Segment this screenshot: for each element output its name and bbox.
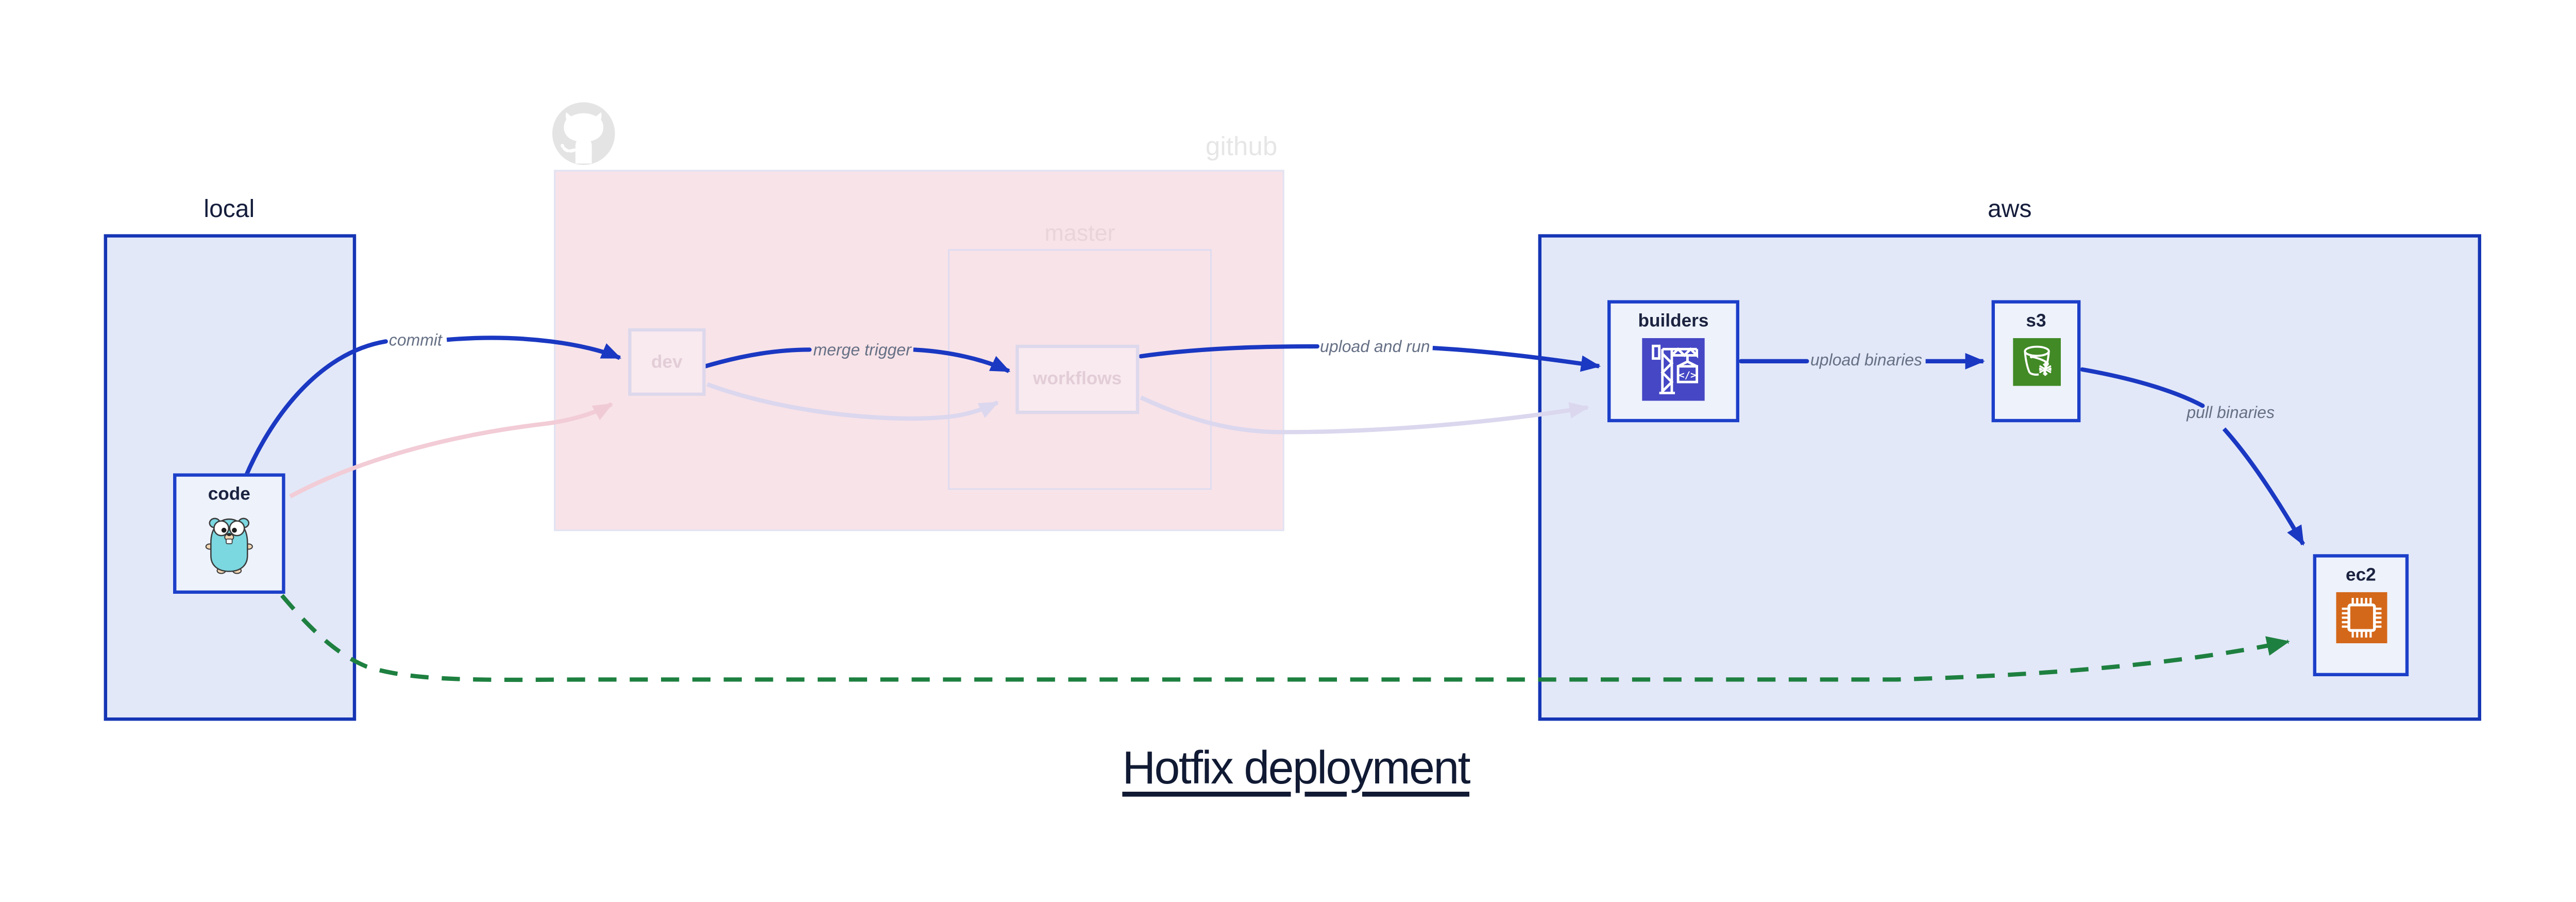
node-code-label: code bbox=[208, 485, 250, 505]
node-s3-label: s3 bbox=[2026, 311, 2046, 332]
node-dev: dev bbox=[628, 328, 706, 396]
node-ec2-label: ec2 bbox=[2346, 565, 2376, 586]
edge-label-upload-and-run: upload and run bbox=[1320, 339, 1430, 357]
node-workflows-label: workflows bbox=[1033, 369, 1122, 390]
codebuild-crane-icon: </> bbox=[1642, 338, 1705, 401]
edge-label-commit: commit bbox=[388, 332, 442, 350]
node-dev-label: dev bbox=[651, 352, 683, 372]
go-gopher-icon bbox=[205, 517, 253, 574]
node-ec2: ec2 bbox=[2313, 554, 2409, 676]
edge-label-upload-binaries: upload binaries bbox=[1810, 352, 1922, 371]
ec2-chip-icon bbox=[2335, 592, 2386, 644]
node-builders: builders </> bbox=[1607, 300, 1739, 423]
local-group-label: local bbox=[204, 195, 255, 224]
s3-bucket-icon bbox=[2012, 338, 2060, 387]
diagram-title: Hotfix deployment bbox=[1122, 742, 1470, 794]
edge-label-merge-trigger: merge trigger bbox=[813, 342, 911, 361]
github-group-label: github bbox=[1205, 133, 1278, 162]
github-octocat-icon bbox=[552, 102, 615, 165]
aws-group-label: aws bbox=[1988, 195, 2032, 224]
node-s3: s3 bbox=[1991, 300, 2081, 423]
edge-label-pull-binaries: pull binaries bbox=[2187, 405, 2275, 423]
node-code: code bbox=[173, 473, 285, 594]
master-group-label: master bbox=[1044, 219, 1115, 246]
node-builders-label: builders bbox=[1638, 311, 1709, 332]
svg-text:</>: </> bbox=[1679, 370, 1696, 381]
node-workflows: workflows bbox=[1015, 344, 1140, 414]
